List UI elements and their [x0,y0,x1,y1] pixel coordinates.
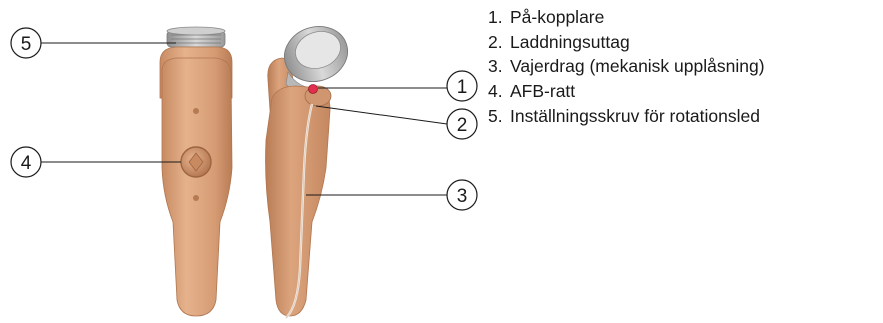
front-main-body [162,58,232,316]
legend-label: På-kopplare [510,7,604,28]
afb-knob [181,147,211,177]
callout-1-label: 1 [457,77,468,98]
legend-label: Laddningsuttag [510,32,630,53]
legend-number: 1. [488,7,510,28]
legend-item-coupler: 1. På-kopplare [488,5,765,30]
callout-5: 5 [11,28,176,58]
charging-port [309,85,318,94]
callout-5-label: 5 [21,34,32,55]
legend-number: 4. [488,81,510,102]
legend-label: AFB-ratt [510,81,575,102]
callout-2: 2 [316,106,477,139]
legend-label: Vajerdrag (mekanisk upplåsning) [510,56,765,77]
prosthesis-front-view [160,27,232,316]
legend-number: 3. [488,56,510,77]
legend-number: 5. [488,106,510,127]
callout-2-label: 2 [457,115,468,136]
legend-label: Inställningsskruv för rotationsled [510,106,760,127]
component-legend: 1. På-kopplare 2. Laddningsuttag 3. Vaje… [488,5,765,129]
legend-item-afb-knob: 4. AFB-ratt [488,79,765,104]
legend-item-cable-pull: 3. Vajerdrag (mekanisk upplåsning) [488,55,765,80]
rotation-screw [167,27,225,47]
front-dimple-bottom [193,195,199,201]
front-dimple-top [193,108,199,114]
prosthesis-side-view [266,18,355,318]
callout-1: 1 [318,71,477,101]
callout-3-label: 3 [457,186,468,207]
legend-item-rotation-screw: 5. Inställningsskruv för rotationsled [488,104,765,129]
callout-4: 4 [11,147,181,177]
callout-3: 3 [306,180,477,210]
legend-item-charging-port: 2. Laddningsuttag [488,30,765,55]
callout-4-label: 4 [21,153,32,174]
legend-number: 2. [488,32,510,53]
